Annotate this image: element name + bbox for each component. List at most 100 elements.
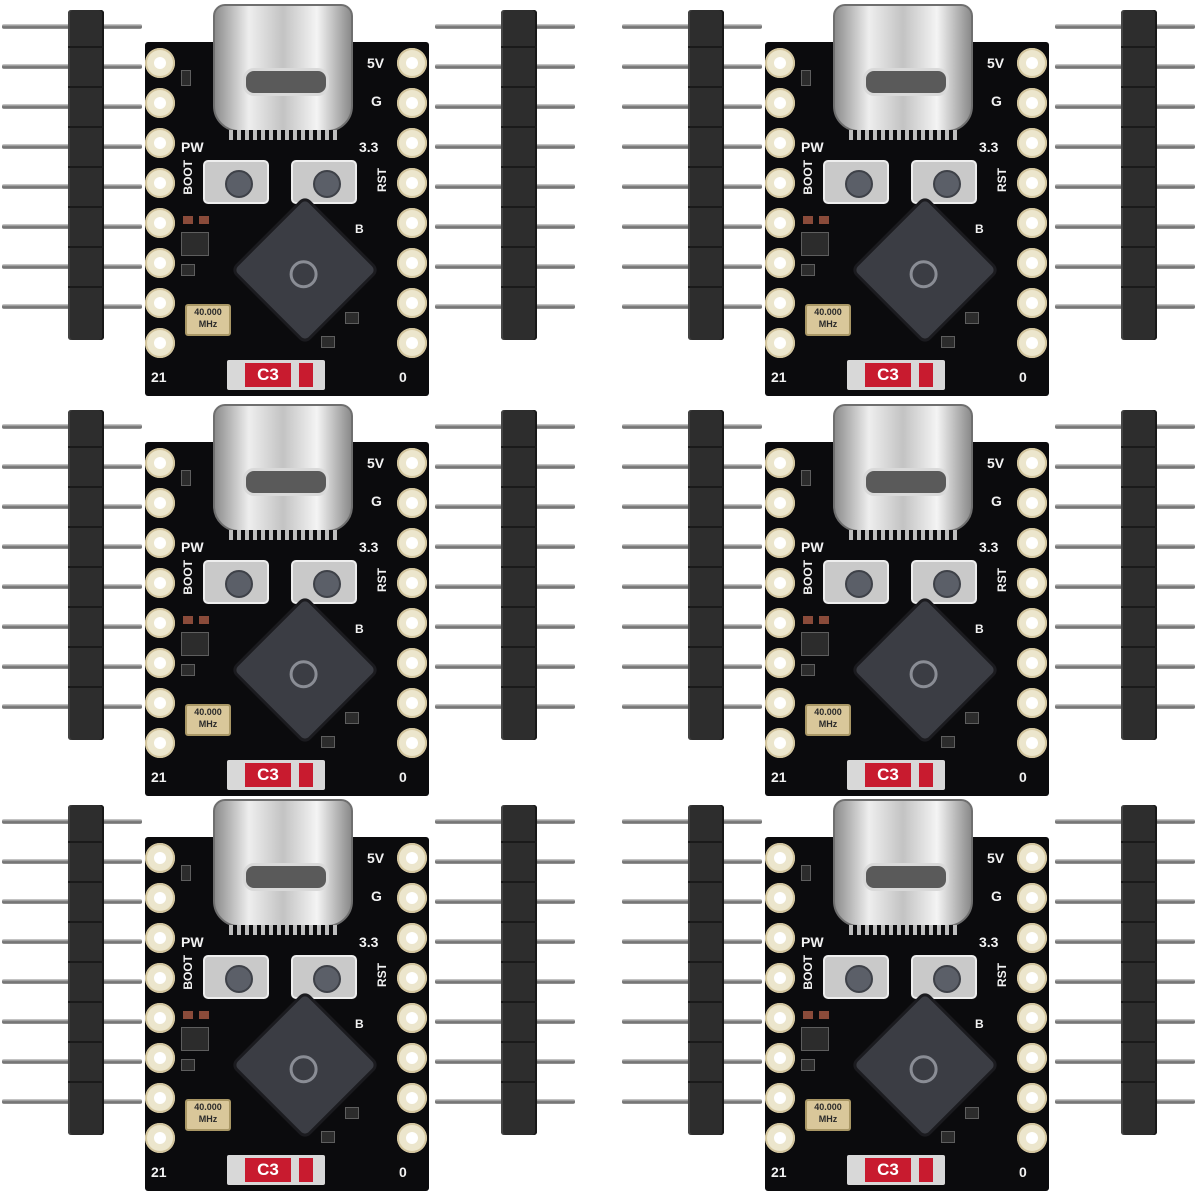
solder-pad [765,168,795,198]
button-cap [225,170,253,198]
header-notch [68,606,104,608]
pin-header [435,805,575,1135]
usb-c-connector-icon [213,799,353,935]
silk-pw: PW [801,539,824,555]
smd-led [801,70,811,86]
header-notch [501,166,537,168]
smd-regulator [181,232,209,256]
solder-pad [1017,1003,1047,1033]
header-strip [1121,10,1157,340]
crystal-frequency: 40.000 [814,707,842,717]
smd-capacitor [181,1059,195,1071]
button-cap [225,965,253,993]
button-cap [313,570,341,598]
header-notch [688,606,724,608]
header-notch [501,1041,537,1043]
silk-pw: PW [181,539,204,555]
silk-b: B [975,222,984,236]
header-notch [68,961,104,963]
silk-5v: 5V [367,850,385,866]
solder-pad [1017,168,1047,198]
header-notch [1121,126,1157,128]
solder-pad [397,488,427,518]
header-notch [68,686,104,688]
solder-pad [397,248,427,278]
smd-capacitor [965,1107,979,1119]
header-notch [68,206,104,208]
solder-pad [1017,688,1047,718]
header-strip [1121,410,1157,740]
button-cap [845,170,873,198]
silk-g: G [371,493,382,509]
header-notch [68,286,104,288]
usb-c-port [863,468,949,496]
model-label-text: C3 [865,1158,911,1182]
solder-pad [145,208,175,238]
solder-pad [397,288,427,318]
usb-c-pins [849,530,959,540]
solder-pad [1017,963,1047,993]
solder-pad [397,648,427,678]
silk-pin-21: 21 [771,769,787,785]
usb-c-connector-icon [213,404,353,540]
pin-header [622,10,762,340]
silk-b: B [355,622,364,636]
model-label-text: C3 [245,1158,291,1182]
silk-pin-0: 0 [399,1164,407,1180]
header-notch [1121,921,1157,923]
solder-pad [1017,728,1047,758]
smd-resistor [803,216,813,224]
model-label-mark [299,763,313,787]
header-notch [688,1041,724,1043]
solder-pad [397,843,427,873]
solder-pad [765,88,795,118]
smd-regulator [801,232,829,256]
crystal-frequency: 40.000 [194,707,222,717]
silk-rst: RST [995,963,1009,987]
crystal-frequency: 40.000 [194,1102,222,1112]
crystal-frequency: 40.000 [814,307,842,317]
solder-pad [397,608,427,638]
header-strip [688,805,724,1135]
header-notch [501,921,537,923]
model-label-text: C3 [865,363,911,387]
header-notch [68,446,104,448]
header-notch [68,1001,104,1003]
silk-5v: 5V [367,455,385,471]
solder-pad [765,568,795,598]
pin-header [1055,410,1195,740]
silk-5v: 5V [987,55,1005,71]
solder-pad [397,448,427,478]
silk-g: G [991,93,1002,109]
header-notch [688,961,724,963]
header-notch [1121,166,1157,168]
header-notch [688,921,724,923]
crystal-unit: MHz [818,319,838,329]
solder-pad [1017,488,1047,518]
header-notch [1121,841,1157,843]
smd-resistor [199,616,209,624]
solder-pad [765,448,795,478]
header-strip [688,10,724,340]
smd-regulator [801,632,829,656]
solder-pad [145,248,175,278]
usb-c-connector-icon [833,799,973,935]
header-notch [688,206,724,208]
header-notch [68,166,104,168]
pin-header [622,410,762,740]
silk-3v3: 3.3 [359,539,379,555]
model-label: C3 [847,1155,945,1185]
solder-pad [145,448,175,478]
solder-pad [1017,88,1047,118]
solder-pad [145,528,175,558]
smd-resistor [183,616,193,624]
header-notch [68,646,104,648]
smd-capacitor [965,712,979,724]
solder-pad [765,1003,795,1033]
